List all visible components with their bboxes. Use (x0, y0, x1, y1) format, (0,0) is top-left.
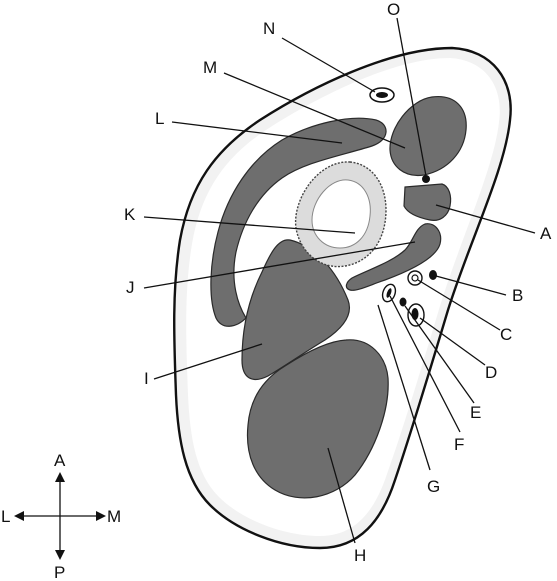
compass-arrow-left (14, 511, 24, 521)
muscle-a (403, 183, 452, 221)
label-c: C (500, 325, 512, 344)
label-a: A (540, 224, 552, 243)
label-i: I (144, 369, 149, 388)
leader-a (435, 204, 536, 234)
label-f: F (454, 435, 464, 454)
leader-f (389, 295, 461, 433)
leader-l (171, 121, 343, 144)
leader-i (153, 343, 263, 380)
structure-f-core (386, 288, 392, 298)
structure-c-core (411, 274, 419, 282)
label-h: H (354, 546, 366, 565)
compass-medial: M (107, 507, 121, 526)
structure-e (399, 297, 407, 307)
leader-e (404, 305, 475, 404)
label-j: J (126, 278, 135, 297)
compass-arrow-right (96, 511, 106, 521)
compass-arrow-up (55, 472, 65, 482)
muscle-j (345, 223, 442, 291)
label-k: K (124, 205, 136, 224)
compass-lateral: L (1, 507, 10, 526)
label-b: B (512, 286, 523, 305)
compass-posterior: P (54, 563, 65, 581)
leader-b (435, 275, 507, 296)
leader-g (377, 304, 431, 471)
label-n: N (263, 19, 275, 38)
leader-o (396, 17, 427, 177)
leader-j (143, 241, 416, 289)
structure-n-core (376, 92, 388, 98)
muscle-l (210, 117, 387, 327)
compass-arrow-down (55, 550, 65, 560)
leader-c (417, 279, 501, 331)
leader-h (327, 447, 356, 544)
label-l: L (155, 109, 164, 128)
label-m: M (203, 58, 217, 77)
leader-n (281, 37, 376, 93)
leader-d (419, 317, 486, 366)
structure-c (407, 270, 423, 286)
leader-k (143, 216, 356, 234)
label-e: E (470, 403, 481, 422)
compass-anterior: A (54, 451, 66, 470)
muscle-m (389, 96, 467, 177)
structure-d-core (411, 308, 419, 320)
structure-o (422, 175, 430, 183)
label-d: D (485, 363, 497, 382)
orientation-compass: A P L M (1, 451, 121, 581)
label-o: O (387, 0, 400, 19)
structure-b (429, 270, 437, 280)
muscle-h (246, 339, 389, 499)
leader-m (223, 72, 406, 149)
label-g: G (427, 477, 440, 496)
muscle-i (241, 239, 350, 381)
